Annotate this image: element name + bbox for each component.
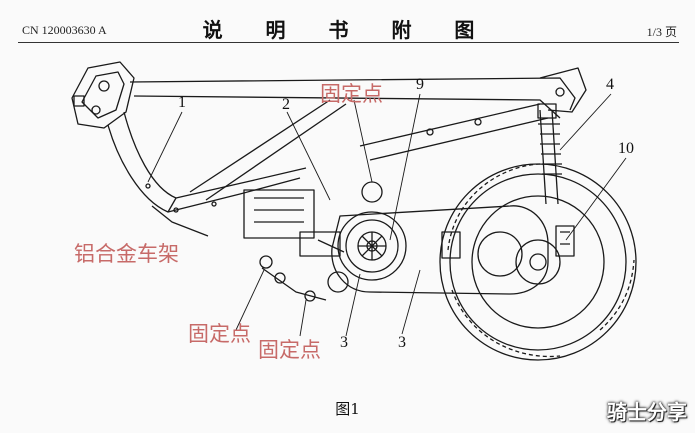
reference-numeral-1: 1 bbox=[178, 94, 186, 111]
reference-numeral-9: 9 bbox=[416, 76, 424, 93]
rear-shock bbox=[537, 103, 562, 205]
header-rule bbox=[18, 42, 679, 43]
reference-numeral-3-right: 3 bbox=[398, 334, 406, 351]
document-header: CN 120003630 A 说 明 书 附 图 1/3 页 bbox=[0, 0, 695, 44]
brake-caliper bbox=[555, 225, 575, 257]
mounting-brackets bbox=[259, 239, 345, 302]
reference-numeral-3-left: 3 bbox=[340, 334, 348, 351]
rear-wheel bbox=[439, 163, 637, 361]
leader-lines bbox=[147, 93, 627, 337]
fixed-point-label-bottom-left: 固定点 bbox=[188, 322, 251, 346]
fixed-point-label-bottom-right: 固定点 bbox=[258, 338, 321, 362]
rear-frame-tail bbox=[539, 67, 587, 113]
motor-assembly bbox=[327, 181, 407, 293]
fixed-point-label-top: 固定点 bbox=[320, 82, 383, 106]
page-number: 1/3 页 bbox=[646, 25, 677, 39]
head-tube bbox=[71, 61, 135, 129]
reference-numeral-4: 4 bbox=[606, 76, 614, 93]
reference-numeral-2: 2 bbox=[282, 96, 290, 113]
frame-material-label: 铝合金车架 bbox=[74, 242, 179, 266]
electronics-box bbox=[243, 189, 341, 257]
page-title: 说 明 书 附 图 bbox=[202, 18, 493, 42]
upper-rail bbox=[129, 77, 576, 201]
reference-numeral-10: 10 bbox=[618, 140, 634, 157]
figure-caption: 图1 bbox=[335, 400, 360, 418]
watermark: 骑士分享 bbox=[607, 400, 687, 424]
belt-drive-cover bbox=[331, 205, 549, 295]
main-frame-member bbox=[107, 111, 307, 237]
patent-number: CN 120003630 A bbox=[22, 23, 107, 37]
